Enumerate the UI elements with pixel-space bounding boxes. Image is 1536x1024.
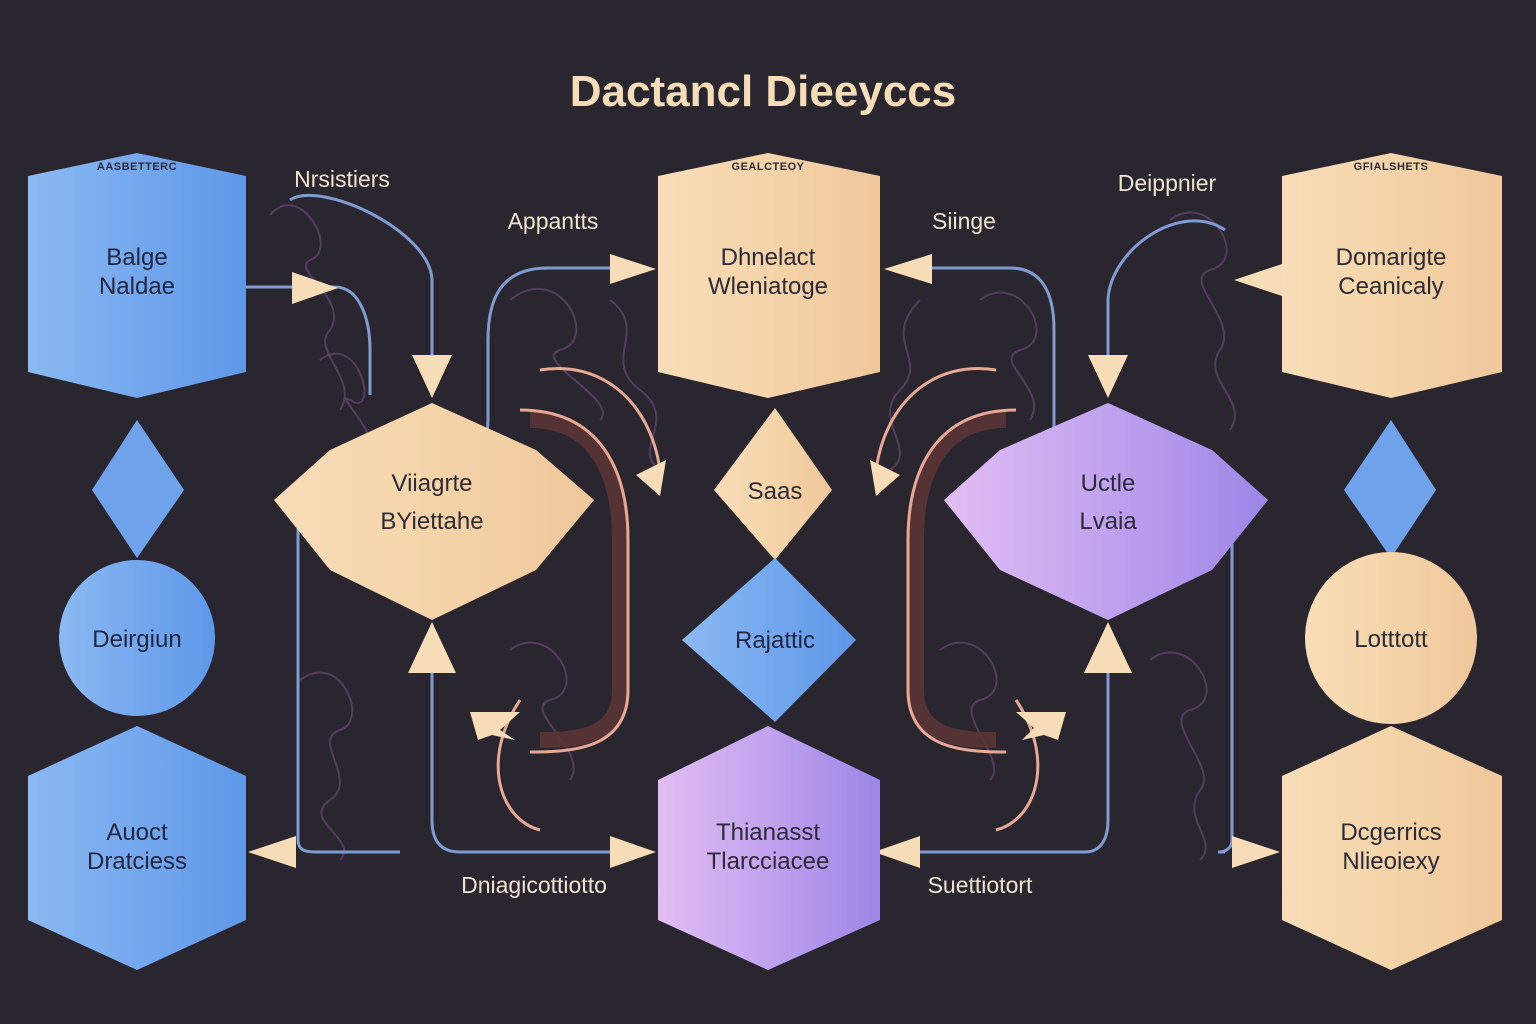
node-label: Auoct	[106, 819, 168, 846]
node-center-diamond-top[interactable]: Saas	[714, 408, 832, 560]
node-label: Dcgerrics	[1340, 819, 1441, 846]
node-label: Nlieoiexy	[1342, 848, 1439, 875]
connectors	[246, 194, 1282, 854]
node-mid-left[interactable]: Viiagrte BYiettahe	[274, 403, 594, 620]
node-tag: GFIALSHETS	[1354, 161, 1429, 173]
left-connector-diamond	[92, 420, 184, 558]
arrow-left	[1234, 264, 1282, 296]
arrow-down	[1088, 355, 1128, 398]
connector-label-nrsistiers: Nrsistiers	[294, 166, 390, 192]
node-tag: AASBETTERC	[97, 161, 177, 173]
node-label: Rajattic	[735, 627, 815, 654]
node-label: Tlarcciacee	[707, 848, 830, 875]
diagram-title: Dactancl Dieeyccs	[570, 67, 956, 116]
node-label: Viiagrte	[392, 470, 473, 497]
arrow-right	[292, 272, 338, 304]
star-marker	[1016, 712, 1066, 740]
node-label: Lotttott	[1354, 626, 1428, 653]
node-label: Thianasst	[716, 819, 820, 846]
node-bottom-center[interactable]: Thianasst Tlarcciacee	[658, 726, 880, 970]
node-label: Balge	[106, 244, 167, 271]
node-right-circle[interactable]: Lotttott	[1305, 552, 1477, 724]
arrow-left	[874, 836, 920, 868]
arrow-left	[884, 254, 932, 284]
node-bottom-right[interactable]: Dcgerrics Nlieoiexy	[1282, 726, 1502, 970]
node-label: Dratciess	[87, 848, 187, 875]
node-tag: GEALCTEOY	[732, 161, 805, 173]
arrow-up	[408, 622, 456, 673]
node-label: Lvaia	[1079, 508, 1137, 535]
connector-label-deippnier: Deippnier	[1118, 170, 1217, 196]
node-top-right[interactable]: GFIALSHETS Domarigte Ceanicaly	[1282, 153, 1502, 398]
node-top-left[interactable]: AASBETTERC Balge Naldae	[28, 153, 246, 398]
node-label: Wleniatoge	[708, 273, 828, 300]
node-bottom-left[interactable]: Auoct Dratciess	[28, 726, 246, 970]
node-label: Ceanicaly	[1338, 273, 1443, 300]
node-label: Deirgiun	[92, 626, 181, 653]
node-label: BYiettahe	[380, 508, 483, 535]
node-label: Uctle	[1081, 470, 1136, 497]
node-label: Naldae	[99, 273, 175, 300]
arrow-up	[1084, 622, 1132, 673]
node-center-diamond-bottom[interactable]: Rajattic	[682, 558, 856, 722]
node-label: Dhnelact	[721, 244, 816, 271]
right-connector-diamond	[1344, 420, 1436, 558]
arrow-right	[610, 836, 656, 868]
node-label: Domarigte	[1336, 244, 1447, 271]
star-marker	[470, 712, 520, 740]
node-mid-right[interactable]: Uctle Lvaia	[944, 403, 1268, 620]
connector-label-suettiotort: Suettiotort	[928, 872, 1033, 898]
central-pipes	[496, 367, 1040, 832]
arrow-left	[248, 836, 296, 868]
arrow-left	[636, 460, 666, 496]
connector-label-siinge: Siinge	[932, 208, 996, 234]
arrow-right	[1232, 836, 1280, 868]
node-label: Saas	[748, 478, 803, 505]
arrow-right	[870, 460, 900, 496]
connector-label-appantts: Appantts	[508, 208, 599, 234]
node-left-circle[interactable]: Deirgiun	[59, 560, 215, 716]
connector-label-dniagicottiotto: Dniagicottiotto	[461, 872, 607, 898]
arrow-right	[610, 254, 656, 284]
node-top-center[interactable]: GEALCTEOY Dhnelact Wleniatoge	[658, 153, 880, 398]
arrowheads	[248, 254, 1282, 868]
arrow-down	[412, 355, 452, 398]
